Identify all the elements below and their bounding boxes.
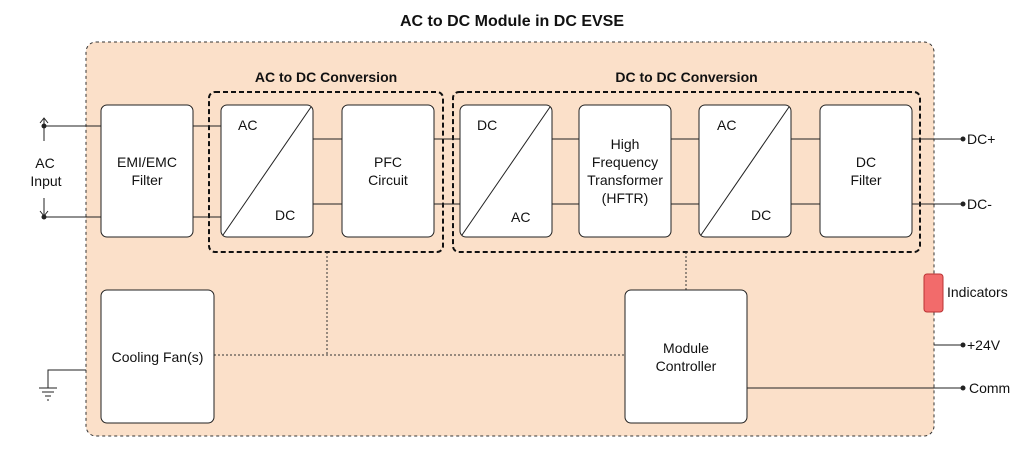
rectifier-2-diagonal (700, 106, 790, 236)
ac-input-terminal-bottom (41, 214, 47, 220)
module-controller-label: Module Controller (625, 290, 747, 423)
dc-minus-label: DC- (967, 196, 992, 212)
power-path-wires (193, 125, 963, 389)
dc-filter-line-2: Filter (850, 172, 882, 188)
module-controller-block (624, 289, 748, 424)
emi-filter-line-1: EMI/EMC (117, 154, 177, 170)
plus24-terminal (960, 342, 966, 348)
comm-label: Comm (969, 380, 1011, 396)
hftr-line-1: High (610, 136, 640, 152)
dc-minus-terminal (960, 201, 966, 207)
hftr-line-4: (HFTR) (601, 190, 649, 206)
dc-filter-line-1: DC (855, 154, 877, 170)
rectifier-1-bottom: DC (275, 207, 296, 223)
hftr-label: High Frequency Transformer (HFTR) (579, 105, 671, 237)
ac-dc-group-title: AC to DC Conversion (254, 69, 398, 85)
emi-filter-block (100, 104, 194, 238)
pfc-label: PFC Circuit (342, 105, 434, 237)
pfc-block (341, 104, 435, 238)
pfc-line-1: PFC (374, 154, 402, 170)
dc-plus-label: DC+ (967, 131, 996, 147)
cooling-fan-label: Cooling Fan(s) (111, 348, 204, 365)
inverter-top: DC (477, 117, 498, 133)
hftr-block (578, 104, 672, 238)
module-controller-line-1: Module (663, 339, 709, 356)
rectifier-1-diagonal (222, 106, 312, 236)
dc-plus-terminal (960, 136, 966, 142)
dc-dc-group-title: DC to DC Conversion (615, 69, 758, 85)
plus24-label: +24V (967, 337, 1001, 353)
pfc-line-2: Circuit (368, 172, 408, 188)
indicators-led (923, 273, 944, 313)
control-lines (214, 252, 687, 356)
hftr-line-2: Frequency (591, 154, 659, 170)
ac-input-label-2: Input (30, 173, 62, 189)
inverter-bottom: AC (511, 209, 531, 225)
dc-filter-block (819, 104, 913, 238)
rectifier-1-top: AC (238, 117, 258, 133)
ac-input-terminal-top (41, 123, 47, 129)
rectifier-2-top: AC (717, 117, 737, 133)
ground-icon (39, 369, 86, 401)
ac-dc-group-boundary (208, 91, 444, 253)
inverter-diagonal (461, 106, 551, 236)
dc-filter-label: DC Filter (820, 105, 912, 237)
indicators-label: Indicators (947, 284, 1008, 300)
ac-input-wires (39, 117, 101, 218)
module-controller-line-2: Controller (655, 357, 717, 374)
emi-filter-line-2: Filter (131, 172, 163, 188)
emi-filter-label: EMI/EMC Filter (101, 105, 193, 237)
ac-input-label-1: AC (35, 155, 55, 171)
rectifier-2-bottom: DC (751, 207, 772, 223)
cooling-fan-block (100, 289, 215, 424)
diagram-title: AC to DC Module in DC EVSE (400, 13, 624, 30)
hftr-line-3: Transformer (587, 172, 663, 188)
comm-terminal (960, 385, 966, 391)
